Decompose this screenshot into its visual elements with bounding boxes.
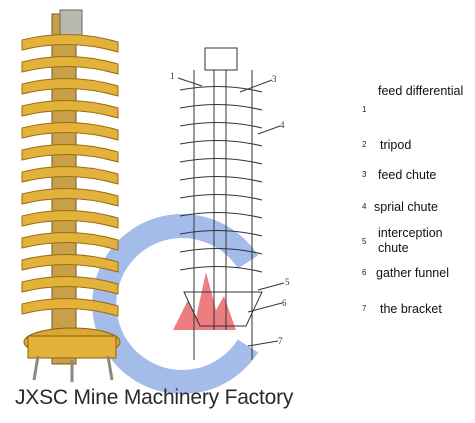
legend-label: gather funnel — [376, 266, 449, 280]
watermark-mountain — [173, 272, 236, 330]
legend-label: feed differential — [378, 84, 464, 98]
legend-number: 7 — [362, 304, 367, 313]
legend-label: sprial chute — [374, 200, 438, 214]
drawing-number: 3 — [272, 74, 277, 84]
drawing-feed-box — [204, 47, 238, 71]
leader-line — [247, 340, 279, 347]
drawing-number: 6 — [282, 298, 287, 308]
legend-number: 4 — [362, 202, 367, 211]
support-leg — [32, 355, 40, 381]
legend-label: interception chute — [378, 226, 443, 255]
leader-line — [177, 77, 203, 87]
drawing-turns — [179, 85, 263, 273]
drawing-number: 5 — [285, 277, 290, 287]
spiral-chute-photo — [21, 9, 121, 382]
legend-number: 6 — [362, 268, 367, 277]
spiral-turns — [21, 34, 119, 317]
leader-line — [257, 282, 285, 291]
legend-number: 2 — [362, 140, 367, 149]
bowl-body — [27, 335, 117, 359]
footer-caption: JXSC Mine Machinery Factory — [15, 386, 294, 409]
drawing-number: 7 — [278, 336, 283, 346]
legend-label: the bracket — [380, 302, 442, 316]
drawing-number: 4 — [280, 120, 285, 130]
support-leg — [106, 355, 114, 381]
legend-label: tripod — [380, 138, 412, 152]
leader-line — [239, 79, 273, 93]
legend-number: 1 — [362, 105, 367, 114]
legend-label: feed chute — [378, 168, 437, 182]
leader-line — [257, 125, 281, 135]
legend-number: 5 — [362, 237, 367, 246]
legend-number: 3 — [362, 170, 367, 179]
drawing-funnel — [183, 291, 263, 327]
leader-line — [247, 302, 283, 313]
drawing-number: 1 — [170, 71, 175, 81]
spiral-chute-drawing — [177, 47, 285, 360]
